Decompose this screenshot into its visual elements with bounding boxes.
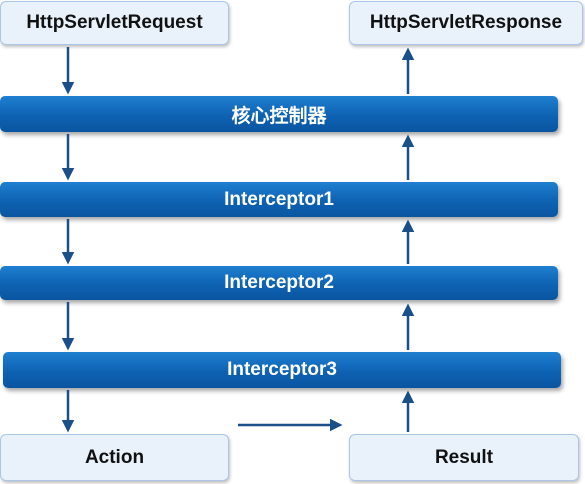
result-box: Result (349, 434, 579, 481)
http-servlet-response-box: HttpServletResponse (349, 1, 583, 45)
interceptor3-bar: Interceptor3 (3, 352, 561, 388)
interceptor3-label: Interceptor3 (227, 359, 337, 380)
core-controller-bar: 核心控制器 (0, 96, 558, 132)
action-box: Action (0, 434, 229, 481)
http-servlet-response-label: HttpServletResponse (369, 12, 563, 33)
http-servlet-request-box: HttpServletRequest (0, 1, 229, 45)
interceptor1-label: Interceptor1 (224, 188, 334, 210)
core-controller-label: 核心控制器 (231, 105, 327, 127)
interceptor2-label: Interceptor2 (224, 272, 334, 293)
interceptor1-bar: Interceptor1 (0, 182, 558, 217)
interceptor2-bar: Interceptor2 (0, 266, 558, 300)
http-servlet-request-label: HttpServletRequest (26, 12, 203, 33)
result-label: Result (434, 446, 494, 468)
action-label: Action (84, 446, 145, 468)
